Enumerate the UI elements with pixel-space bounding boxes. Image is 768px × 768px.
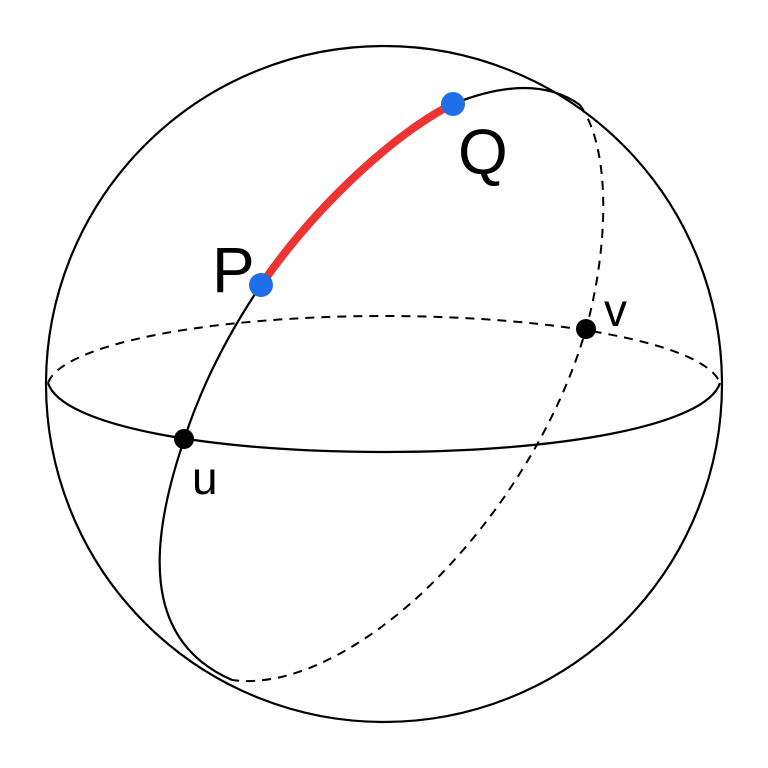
point-p-dot <box>249 273 273 297</box>
equator-front-half <box>46 382 722 454</box>
arc-p-to-q <box>257 100 457 289</box>
point-v-dot <box>576 319 596 339</box>
sphere-outline <box>44 44 724 724</box>
label-u: u <box>192 452 218 504</box>
label-p: P <box>212 234 255 306</box>
great-circle-front <box>158 86 581 682</box>
label-q: Q <box>458 116 508 188</box>
point-q-dot <box>441 92 465 116</box>
point-u-dot <box>174 429 194 449</box>
label-v: v <box>604 284 627 336</box>
great-circle-back <box>231 104 605 682</box>
